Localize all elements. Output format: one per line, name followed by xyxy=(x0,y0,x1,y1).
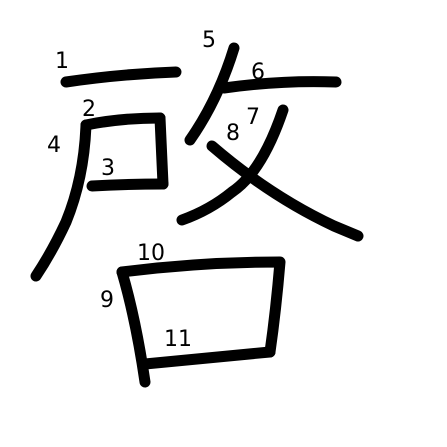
stroke-8 xyxy=(206,140,364,242)
stroke-number-7: 7 xyxy=(246,105,260,130)
stroke-number-6: 6 xyxy=(251,60,265,85)
stroke-10 xyxy=(116,256,286,358)
stroke-5 xyxy=(184,42,240,146)
stroke-number-5: 5 xyxy=(202,28,216,53)
stroke-6 xyxy=(218,76,342,94)
stroke-number-11: 11 xyxy=(164,327,192,352)
stroke-4 xyxy=(30,119,92,282)
stroke-number-9: 9 xyxy=(100,288,114,313)
stroke-11 xyxy=(139,346,276,370)
stroke-number-1: 1 xyxy=(55,49,69,74)
stroke-3 xyxy=(86,178,169,192)
stroke-number-8: 8 xyxy=(226,121,240,146)
stroke-order-numbers: 1 2 3 4 5 6 7 8 9 10 11 xyxy=(47,28,265,352)
stroke-2-turn xyxy=(154,112,169,190)
stroke-number-2: 2 xyxy=(82,97,96,122)
stroke-number-4: 4 xyxy=(47,133,61,158)
stroke-7 xyxy=(176,104,289,226)
stroke-number-10: 10 xyxy=(137,241,165,266)
character-strokes xyxy=(30,42,364,388)
stroke-1 xyxy=(60,66,182,88)
stroke-2 xyxy=(80,112,166,131)
stroke-number-3: 3 xyxy=(101,156,115,181)
